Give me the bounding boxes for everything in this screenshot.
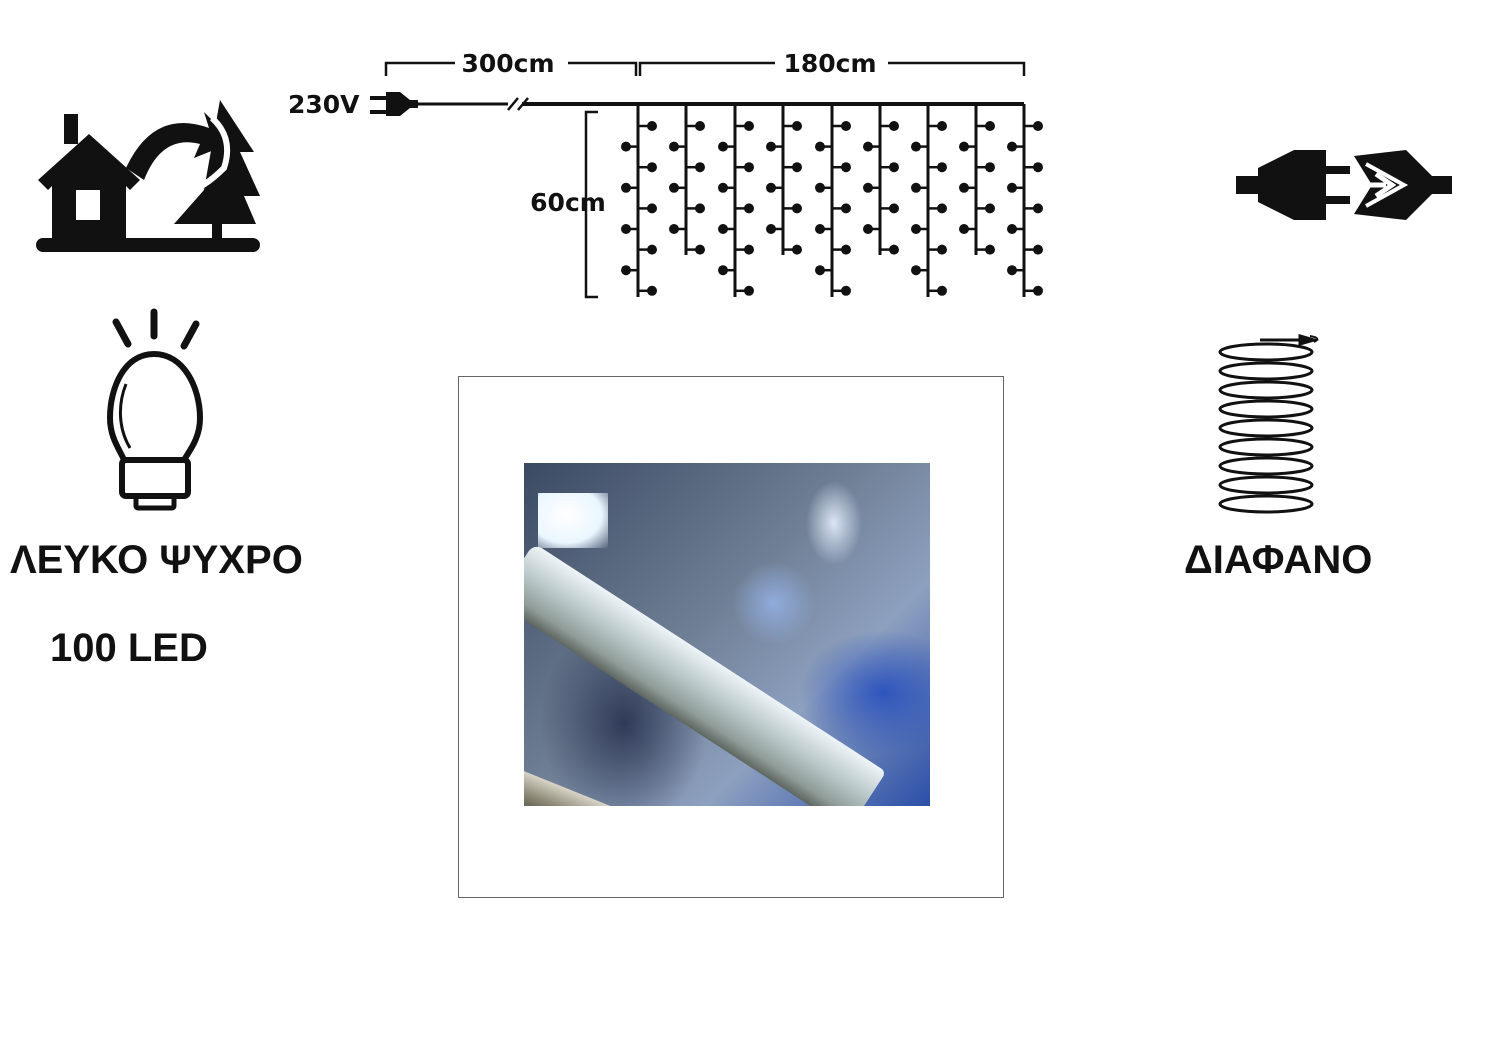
led-dot (841, 121, 851, 131)
coil-loop (1218, 399, 1314, 419)
led-dot (744, 203, 754, 214)
led-dot (911, 265, 921, 276)
connectable-plug-icon (1236, 150, 1452, 220)
led-dot (1033, 162, 1043, 173)
lead-cable-length-label: 300cm (461, 49, 554, 78)
led-dot (985, 203, 995, 214)
led-dot (985, 162, 995, 173)
led-dot (889, 121, 899, 131)
led-dot (647, 285, 657, 296)
led-dot (1007, 182, 1017, 193)
led-dot (841, 203, 851, 214)
led-bulb-closeup (524, 543, 887, 806)
led-dot (959, 224, 969, 234)
led-dot (792, 162, 802, 173)
bulb-icon (106, 308, 204, 511)
led-dot (695, 203, 705, 214)
led-dot (647, 203, 657, 214)
led-dot (695, 162, 705, 173)
led-dot (718, 224, 728, 234)
indoor-outdoor-icon (36, 100, 260, 252)
led-dot (1033, 121, 1043, 131)
cable-color-label: ΔΙΑΦΑΝΟ (1184, 538, 1373, 582)
voltage-label: 230V (288, 90, 360, 119)
led-dot (647, 121, 657, 131)
led-dot (863, 224, 873, 234)
plug-icon (370, 92, 418, 116)
coil-loop (1218, 418, 1314, 438)
led-dot (669, 141, 679, 152)
led-dot (815, 182, 825, 193)
led-dot (1033, 203, 1043, 214)
led-dot (911, 141, 921, 152)
cable-closeup (524, 763, 746, 806)
led-dot (937, 203, 947, 214)
led-dot (937, 162, 947, 173)
led-dot (863, 182, 873, 193)
coil-loop (1218, 437, 1314, 457)
led-dot (621, 224, 631, 234)
led-dot (863, 141, 873, 152)
led-dot (815, 141, 825, 152)
led-dot (669, 224, 679, 234)
led-dot (718, 141, 728, 152)
led-dot (621, 141, 631, 152)
curtain-dimension-diagram: 300cm 180cm 230V 60cm (288, 49, 1043, 299)
led-dot (889, 162, 899, 173)
led-dot (841, 244, 851, 255)
led-dot (669, 182, 679, 193)
led-dot (911, 182, 921, 193)
led-dot (889, 244, 899, 255)
coil-loop (1218, 456, 1314, 476)
led-tip-glow (538, 493, 608, 548)
led-dot (1007, 265, 1017, 276)
led-dot (718, 182, 728, 193)
led-dot (766, 182, 776, 193)
led-dot (744, 121, 754, 131)
led-dot (647, 244, 657, 255)
product-photo (524, 463, 930, 806)
led-dot (766, 224, 776, 234)
led-dot (792, 121, 802, 131)
coiled-cable-icon (1218, 334, 1320, 514)
led-dot (959, 141, 969, 152)
led-dot (621, 182, 631, 193)
coil-loop (1218, 494, 1314, 514)
led-dot (744, 162, 754, 173)
drop-length-label: 60cm (530, 188, 606, 217)
led-dot (792, 244, 802, 255)
led-dot (937, 244, 947, 255)
led-dot (695, 121, 705, 131)
led-dot (985, 121, 995, 131)
coil-loop (1218, 342, 1314, 362)
led-dot (841, 285, 851, 296)
led-dot (815, 265, 825, 276)
led-dot (1033, 244, 1043, 255)
led-dot (792, 203, 802, 214)
led-dot (911, 224, 921, 234)
led-dot (937, 285, 947, 296)
coil-loop (1218, 380, 1314, 400)
coil-loop (1218, 361, 1314, 381)
led-dot (959, 182, 969, 193)
led-dot (815, 224, 825, 234)
coil-loop (1218, 475, 1314, 495)
led-dot (1007, 141, 1017, 152)
led-dot (841, 162, 851, 173)
led-dot (766, 141, 776, 152)
led-dot (744, 285, 754, 296)
color-label: ΛΕΥΚΟ ΨΥΧΡΟ (10, 538, 303, 582)
led-dot (1007, 224, 1017, 234)
led-dot (647, 162, 657, 173)
led-count-label: 100 LED (50, 626, 208, 670)
led-dot (695, 244, 705, 255)
led-dot (718, 265, 728, 276)
led-dot (1033, 285, 1043, 296)
led-dot (621, 265, 631, 276)
led-dot (744, 244, 754, 255)
curtain-width-label: 180cm (783, 49, 876, 78)
led-dot (889, 203, 899, 214)
led-dot (985, 244, 995, 255)
led-dot (937, 121, 947, 131)
